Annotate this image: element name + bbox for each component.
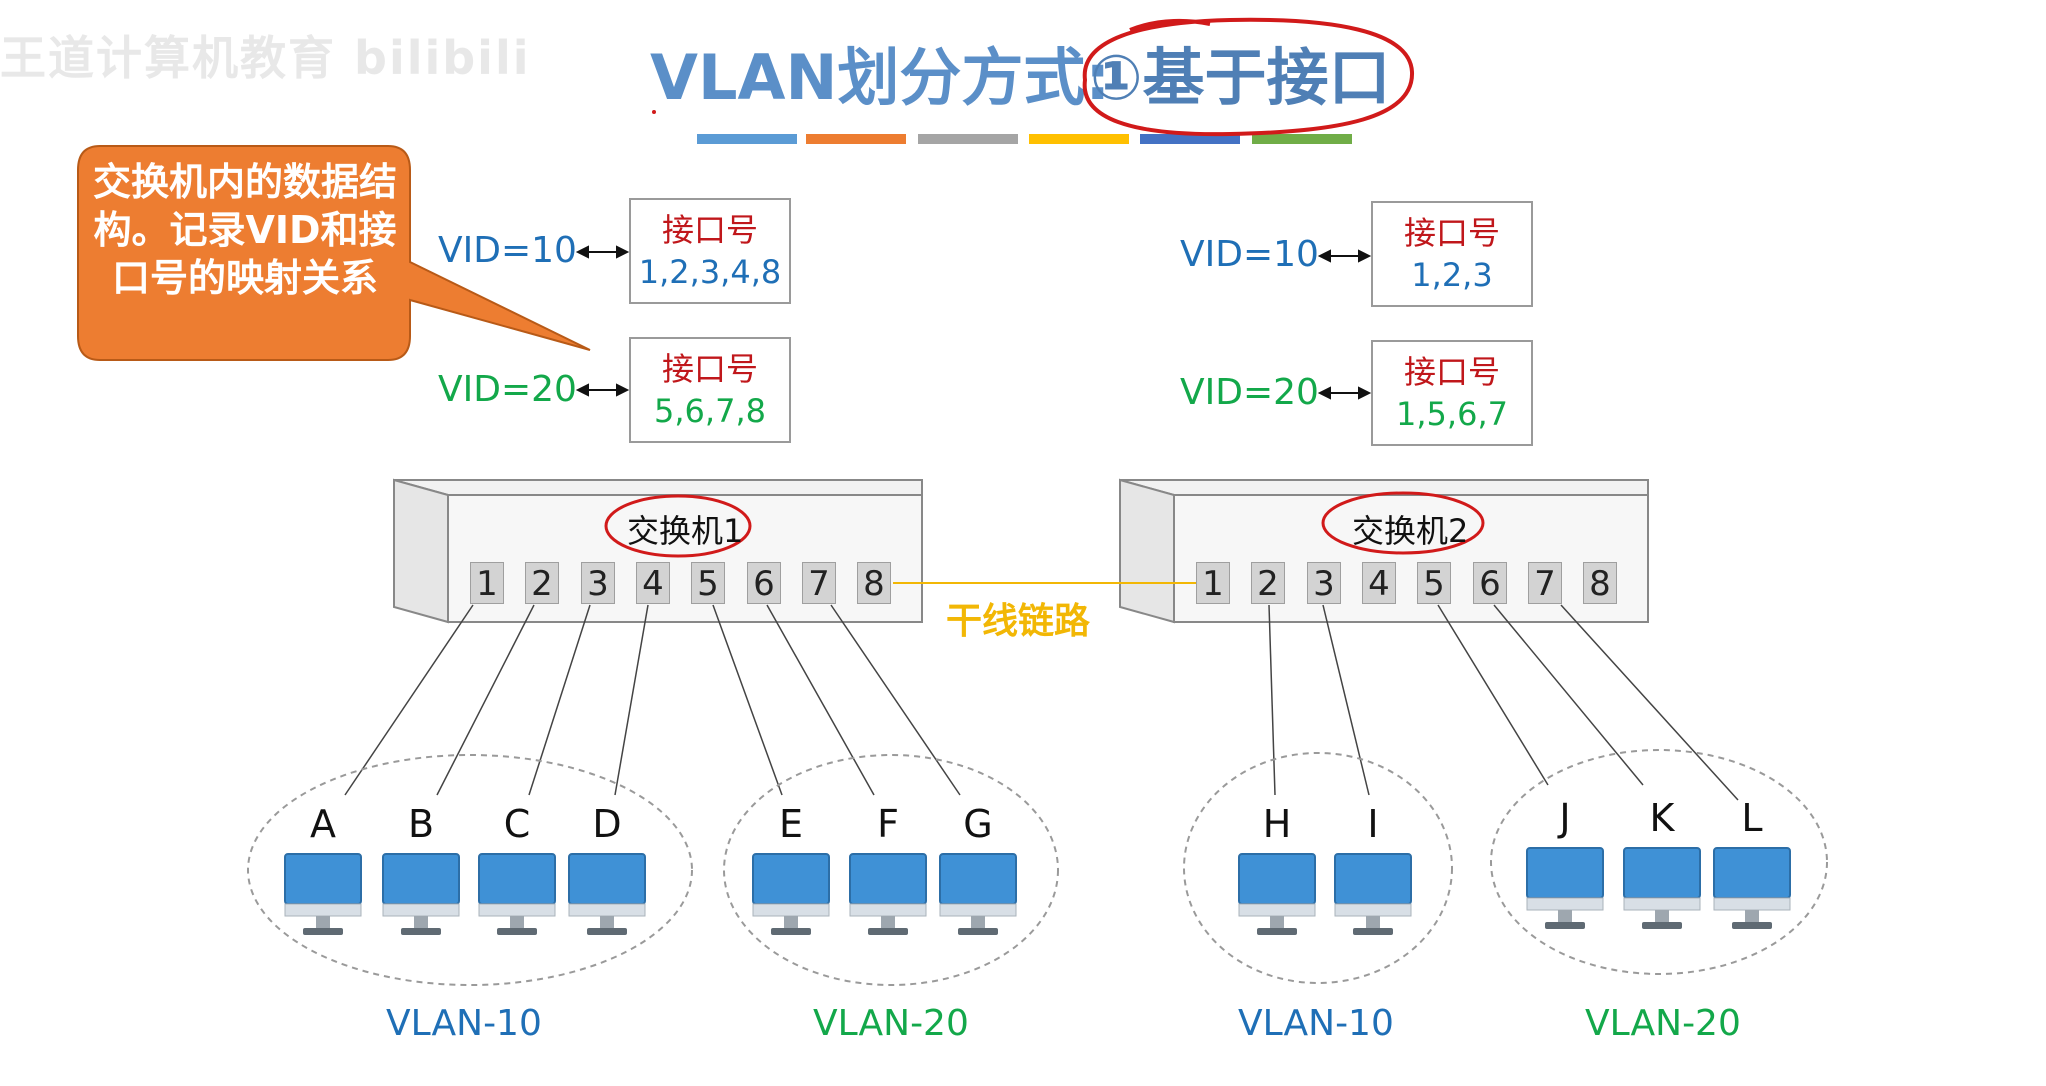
computer-icon <box>849 853 927 936</box>
table-header: 接口号 <box>661 350 758 388</box>
table-ports: 1,2,3 <box>1411 256 1493 294</box>
switch-1-name: 交换机1 <box>627 512 744 550</box>
vid-20-label-sw2: VID=20 <box>1180 372 1319 413</box>
red-dot <box>652 110 656 114</box>
vlan-label-3: VLAN-10 <box>1238 1003 1394 1044</box>
vid-table-sw2-vid10: 接口号 1,2,3 <box>1371 201 1533 307</box>
color-bar-segment <box>697 134 797 144</box>
vid-table-sw2-vid20: 接口号 1,5,6,7 <box>1371 340 1533 446</box>
switch-1-name-circle <box>604 494 752 558</box>
switch-1-port-6: 6 <box>747 562 781 604</box>
switch-1-port-2: 2 <box>525 562 559 604</box>
table-header: 接口号 <box>1403 214 1500 252</box>
switch-1-port-3: 3 <box>581 562 615 604</box>
vlan-group-ellipse <box>247 754 693 986</box>
color-bar-segment <box>806 134 906 144</box>
host-label-j: J <box>1559 796 1571 840</box>
switch-2-port-6: 6 <box>1473 562 1507 604</box>
table-ports: 1,2,3,4,8 <box>638 253 782 291</box>
switch-2-port-3: 3 <box>1307 562 1341 604</box>
vid-table-sw1-vid20: 接口号 5,6,7,8 <box>629 337 791 443</box>
table-ports: 5,6,7,8 <box>654 392 766 430</box>
computer-icon <box>568 853 646 936</box>
color-bar-segment <box>1140 134 1240 144</box>
host-label-l: L <box>1741 796 1763 840</box>
computer-icon <box>1334 853 1412 936</box>
host-label-b: B <box>407 802 435 846</box>
host-label-a: A <box>310 802 336 846</box>
switch-2-name-circle <box>1321 491 1485 555</box>
vlan-group-ellipse <box>1490 749 1828 975</box>
host-label-i: I <box>1367 802 1379 846</box>
computer-icon <box>1713 847 1791 930</box>
callout-text: 交换机内的数据结构。记录VID和接口号的映射关系 <box>92 160 397 300</box>
callout-bubble <box>77 145 591 361</box>
color-bar <box>697 134 1352 144</box>
host-links <box>344 604 1739 801</box>
switch-2-body <box>1119 478 1649 624</box>
computers <box>284 847 1791 936</box>
color-bar-segment <box>918 134 1018 144</box>
title-highlight-circle <box>1082 17 1415 137</box>
color-bar-segment <box>1029 134 1129 144</box>
computer-icon <box>382 853 460 936</box>
vid-arrows <box>575 245 1372 400</box>
host-label-g: G <box>963 802 993 846</box>
vid-table-sw1-vid10: 接口号 1,2,3,4,8 <box>629 198 791 304</box>
switch-1-port-4: 4 <box>636 562 670 604</box>
vlan-label-1: VLAN-10 <box>386 1003 542 1044</box>
host-label-d: D <box>592 802 622 846</box>
computer-icon <box>1623 847 1701 930</box>
vlan-group-ellipse <box>723 754 1059 986</box>
vlan-label-4: VLAN-20 <box>1585 1003 1741 1044</box>
trunk-label: 干线链路 <box>946 601 1091 642</box>
computer-icon <box>752 853 830 936</box>
switch-1-port-1: 1 <box>470 562 504 604</box>
host-label-e: E <box>778 802 803 846</box>
switch-1-port-7: 7 <box>802 562 836 604</box>
switch-2-port-1: 1 <box>1196 562 1230 604</box>
vid-10-label-sw2: VID=10 <box>1180 234 1319 275</box>
computer-icon <box>939 853 1017 936</box>
switch-2-port-2: 2 <box>1251 562 1285 604</box>
computer-icon <box>284 853 362 936</box>
vlan-groups <box>247 749 1828 986</box>
host-label-c: C <box>503 802 531 846</box>
vid-20-label-sw1: VID=20 <box>438 369 577 410</box>
switch-2-name: 交换机2 <box>1352 512 1469 550</box>
computer-icon <box>1238 853 1316 936</box>
switch-1-port-8: 8 <box>857 562 891 604</box>
table-header: 接口号 <box>661 211 758 249</box>
table-ports: 1,5,6,7 <box>1396 395 1508 433</box>
switch-2-port-8: 8 <box>1583 562 1617 604</box>
switch-2-port-7: 7 <box>1528 562 1562 604</box>
computer-icon <box>478 853 556 936</box>
host-label-k: K <box>1649 796 1675 840</box>
table-header: 接口号 <box>1403 353 1500 391</box>
slide-subtitle: ①基于接口 <box>1090 41 1391 114</box>
computer-icon <box>1526 847 1604 930</box>
watermark: 王道计算机教育 bilibili <box>0 31 531 85</box>
host-label-h: H <box>1262 802 1292 846</box>
vlan-label-2: VLAN-20 <box>813 1003 969 1044</box>
slide-title: VLAN划分方式: <box>650 41 1111 114</box>
vid-10-label-sw1: VID=10 <box>438 230 577 271</box>
switch-2-port-4: 4 <box>1362 562 1396 604</box>
color-bar-segment <box>1252 134 1352 144</box>
host-label-f: F <box>877 802 899 846</box>
switch-1-port-5: 5 <box>691 562 725 604</box>
switch-2-port-5: 5 <box>1417 562 1451 604</box>
vlan-group-ellipse <box>1183 752 1453 984</box>
